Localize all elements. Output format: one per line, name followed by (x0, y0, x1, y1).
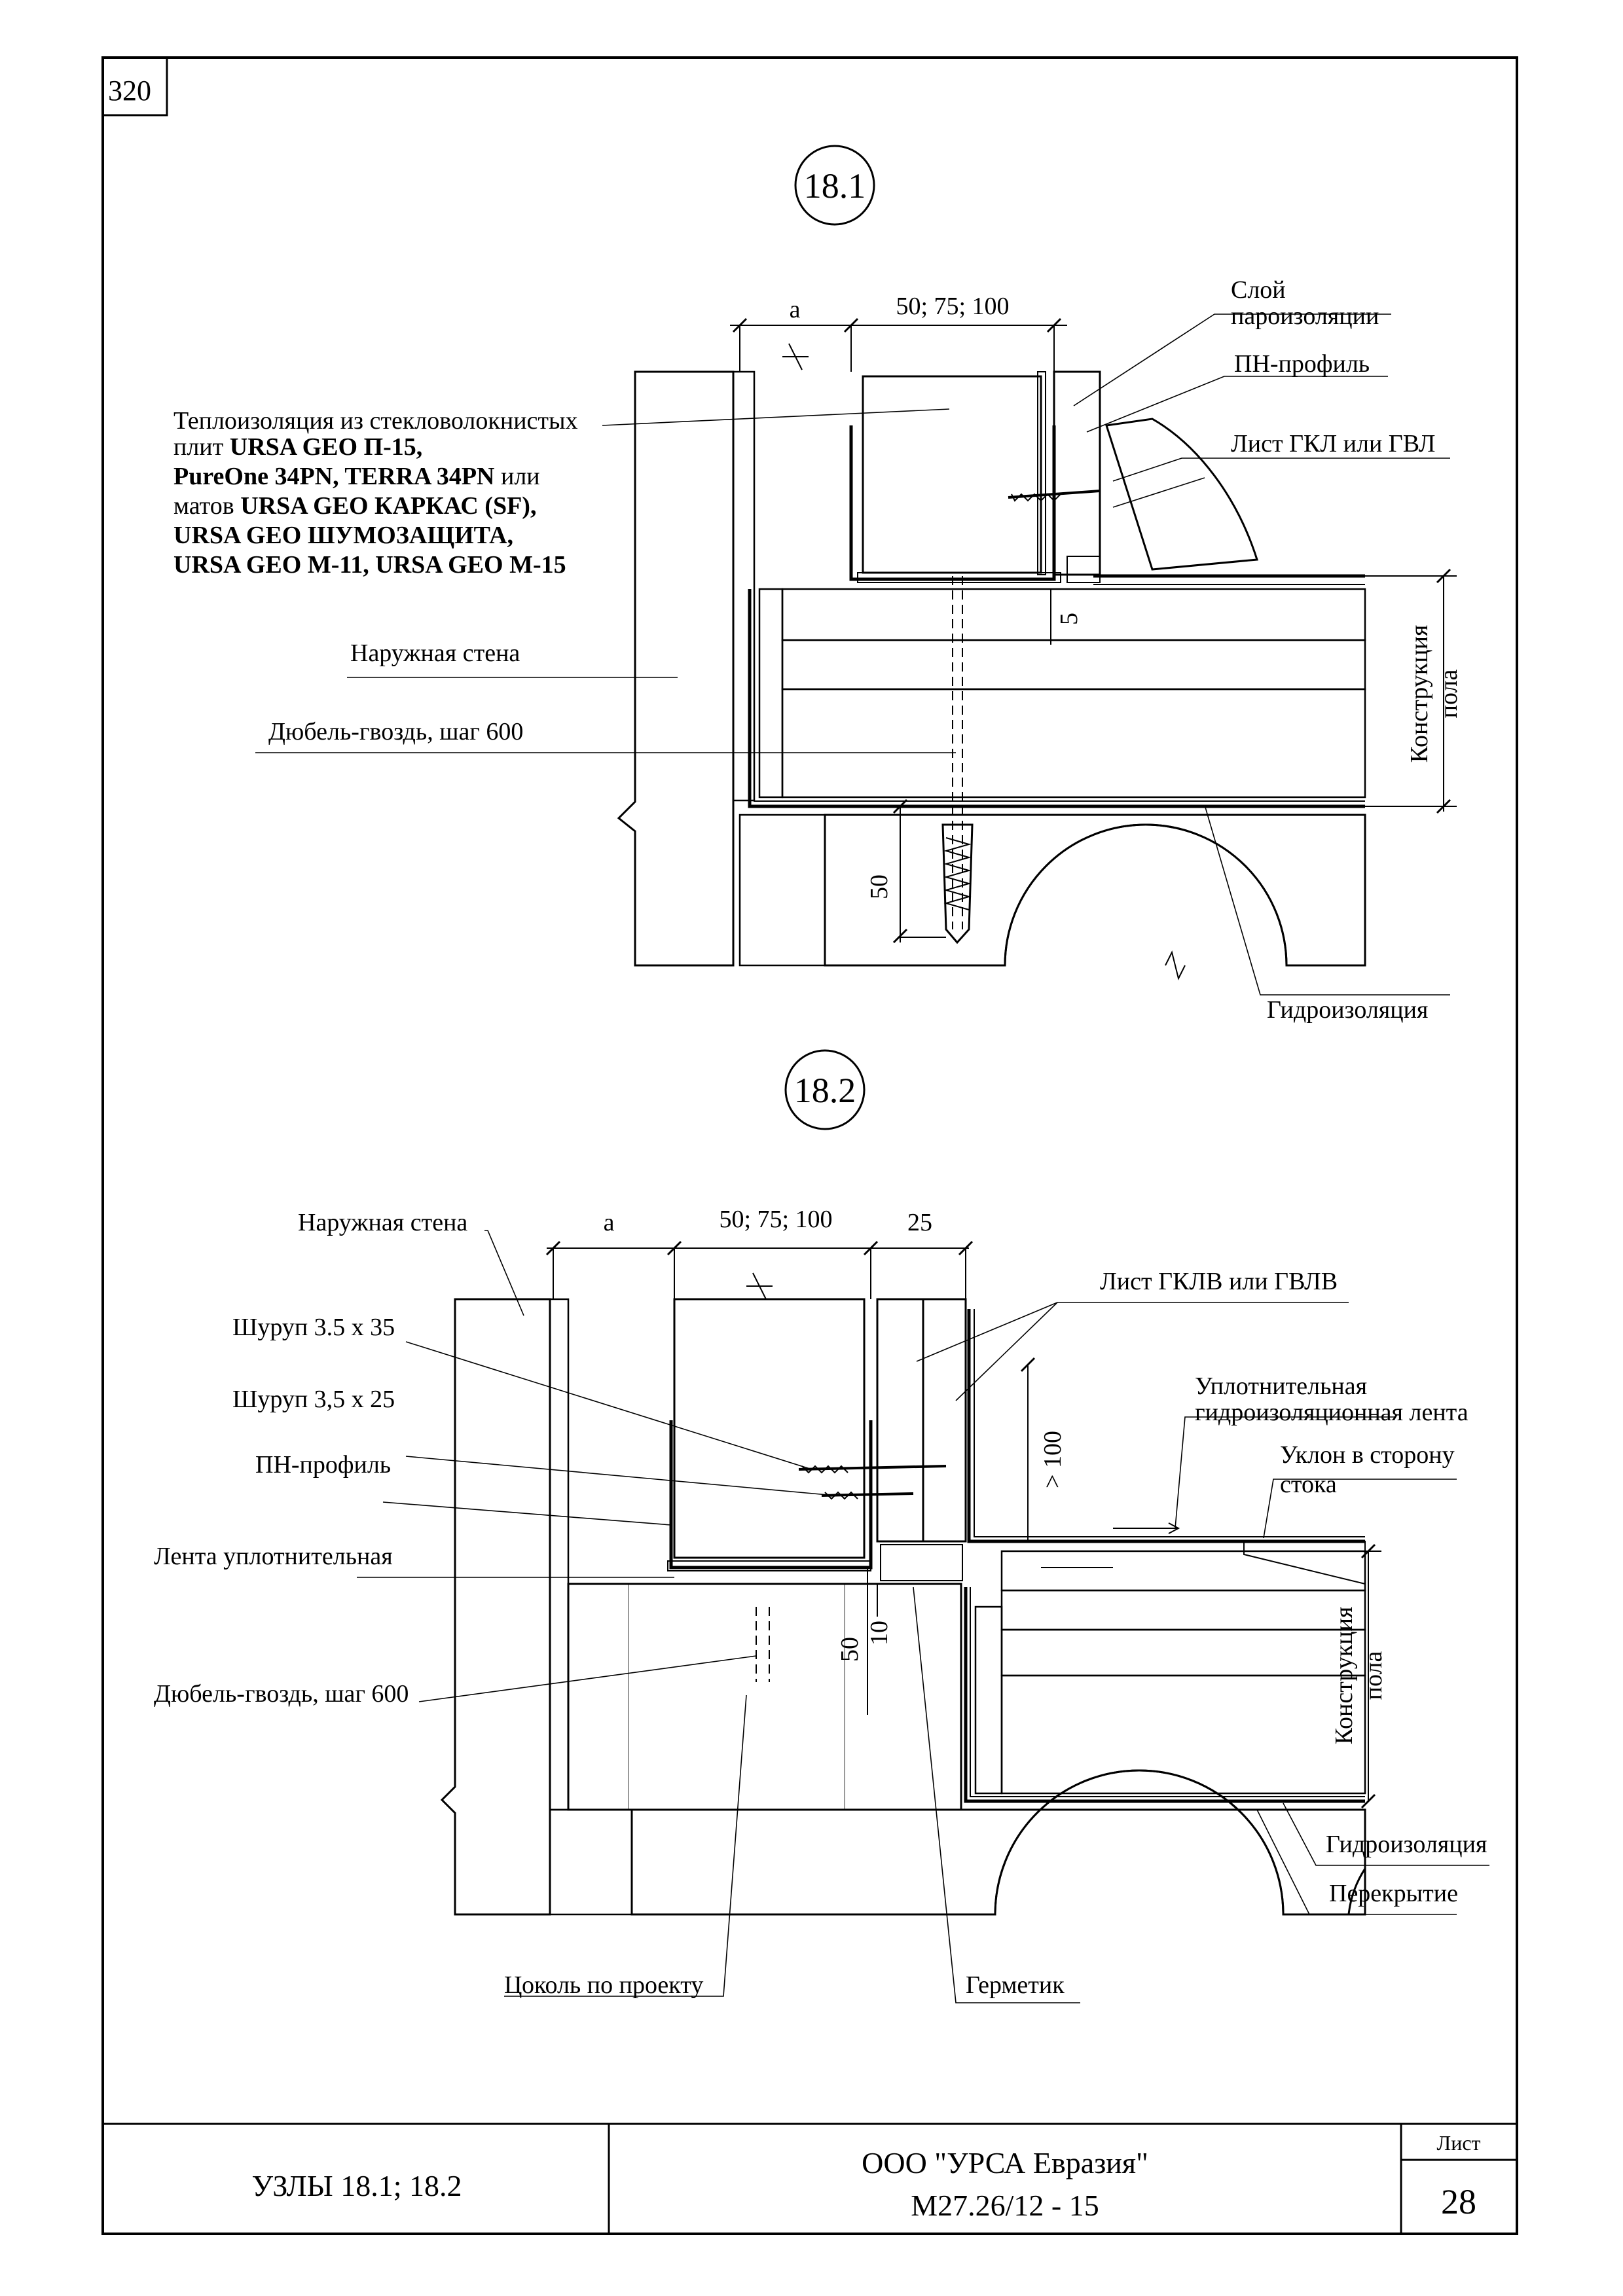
plinth-1 (739, 814, 826, 967)
floor-layer-mid-1 (781, 639, 1366, 691)
node-marker-18-1 (794, 145, 875, 226)
gklv-board-2b (922, 1298, 967, 1543)
dowel-2 (756, 1607, 770, 1682)
label-waterproofing-1: Гидроизоляция (1267, 996, 1428, 1024)
label-plinth-2: Цоколь по проекту (504, 1971, 703, 1999)
label-pn-profile-2: ПН-профиль (255, 1451, 391, 1479)
label-slope-2b: стока (1280, 1471, 1337, 1498)
sheet-number: 28 (1441, 2182, 1476, 2221)
seal-tape-2 (880, 1544, 963, 1581)
dim-5-1: 5 (1055, 613, 1083, 625)
floor-insulation-2 (1000, 1674, 1366, 1795)
dim-a-2: а (604, 1209, 615, 1236)
page-number: 320 (108, 75, 151, 107)
label-screw-25-2: Шуруп 3,5 х 25 (232, 1386, 395, 1413)
wall-plaster-1 (732, 370, 756, 802)
label-outer-wall-2: Наружная стена (298, 1209, 467, 1236)
pn-profile-1 (849, 425, 1056, 581)
label-vapor-1a: Слой (1231, 276, 1286, 304)
label-sealant-2: Герметик (966, 1971, 1065, 1999)
title-nodes: УЗЛЫ 18.1; 18.2 (251, 2169, 462, 2202)
floor-layer-a-2 (1000, 1589, 1366, 1631)
seal-tape-1 (1067, 556, 1101, 583)
dowel-1 (941, 576, 974, 944)
label-screw-35-2: Шуруп 3.5 х 35 (232, 1314, 395, 1341)
stud-insulation-2 (673, 1298, 866, 1559)
sheet-label: Лист (1436, 2131, 1480, 2155)
screw-25-2 (821, 1491, 914, 1500)
edge-strip-1 (758, 588, 784, 798)
node-18-2: 18.2 (154, 1049, 1489, 2003)
dim-25-2: 25 (907, 1209, 932, 1236)
label-slope-2a: Уклон в сторону (1280, 1441, 1455, 1469)
floor-construction-1-line2: пола (1435, 670, 1463, 719)
edge-strip-2 (974, 1605, 1003, 1795)
screw-1 (1008, 490, 1101, 502)
label-slab-2: Перекрытие (1329, 1880, 1458, 1907)
outer-wall-2 (440, 1298, 551, 1916)
dim-100-2: > 100 (1039, 1431, 1067, 1488)
dim-50-2: 50 (836, 1637, 864, 1662)
label-outer-wall-1: Наружная стена (350, 639, 520, 667)
dim-a-1: а (790, 296, 801, 323)
label-seal-tape-2a: Уплотнительная (1195, 1372, 1367, 1400)
slab-2 (630, 1769, 1366, 1916)
label-gklv-2: Лист ГКЛВ или ГВЛВ (1100, 1268, 1338, 1295)
node-marker-18-1-text: 18.1 (804, 166, 866, 206)
skirting-1 (1105, 418, 1258, 571)
seal-tape-line-2 (967, 1309, 1365, 1543)
screw-35-2 (798, 1465, 947, 1474)
floor-construction-2-line2: пола (1360, 1651, 1387, 1700)
label-gkl-1: Лист ГКЛ или ГВЛ (1231, 430, 1435, 457)
floor-construction-1-line1: Конструкция (1406, 625, 1433, 763)
leaders-1 (255, 314, 1450, 996)
label-pn-profile-1: ПН-профиль (1234, 350, 1370, 378)
outer-wall-1 (617, 370, 735, 967)
gklv-board-2a (876, 1298, 924, 1543)
label-tape-2: Лента уплотнительная (154, 1543, 393, 1570)
floor-construction-2-line1: Конструкция (1330, 1607, 1358, 1745)
label-insulation-1-l4: матов URSA GEO КАРКАС (SF), (173, 492, 536, 520)
title-block: УЗЛЫ 18.1; 18.2 ООО "УРСА Евразия" М27.2… (251, 2131, 1480, 2222)
dim-50-1: 50 (866, 874, 893, 899)
dim-thickness-2: 50; 75; 100 (719, 1206, 832, 1233)
stud-insulation-1 (862, 375, 1042, 574)
waterproofing-line-2 (964, 1587, 1365, 1803)
label-insulation-1-l2: плит URSA GEO П-15, (173, 433, 422, 461)
waterproofing-line-1 (748, 589, 1365, 808)
page-number-box (101, 56, 168, 117)
sheet-frame (101, 56, 1518, 2235)
dim-10-2: 10 (866, 1621, 893, 1645)
floor-insulation-1 (781, 688, 1366, 798)
label-waterproofing-2: Гидроизоляция (1326, 1831, 1487, 1858)
node-marker-18-2-text: 18.2 (794, 1071, 856, 1110)
node-marker-18-2 (784, 1049, 866, 1130)
plinth-dotted-2 (549, 1808, 633, 1916)
leaders-2 (357, 1230, 1489, 2003)
floor-layer-b-2 (1000, 1628, 1366, 1677)
title-code: М27.26/12 - 15 (911, 2189, 1099, 2222)
label-insulation-1-l1: Теплоизоляция из стекловолокнистых (173, 407, 578, 435)
label-vapor-1b: пароизоляции (1231, 302, 1379, 330)
label-seal-tape-2b: гидроизоляционная лента (1195, 1399, 1468, 1426)
dim-thickness-1: 50; 75; 100 (896, 293, 1009, 320)
label-dowel-1: Дюбель-гвоздь, шаг 600 (268, 718, 523, 745)
label-insulation-1-l6: URSA GEO M-11, URSA GEO M-15 (173, 551, 566, 579)
node-18-1: 18.1 (173, 145, 1463, 1024)
label-insulation-1-l5: URSA GEO ШУМОЗАЩИТА, (173, 522, 513, 549)
plinth-block-2 (567, 1583, 962, 1811)
wall-finish-2 (549, 1298, 570, 1811)
label-insulation-1-l3: PureOne 34PN, TERRA 34PN или (173, 463, 540, 490)
title-company: ООО "УРСА Евразия" (862, 2146, 1148, 2179)
gkl-board-1 (1053, 370, 1101, 576)
label-dowel-2: Дюбель-гвоздь, шаг 600 (154, 1680, 409, 1708)
